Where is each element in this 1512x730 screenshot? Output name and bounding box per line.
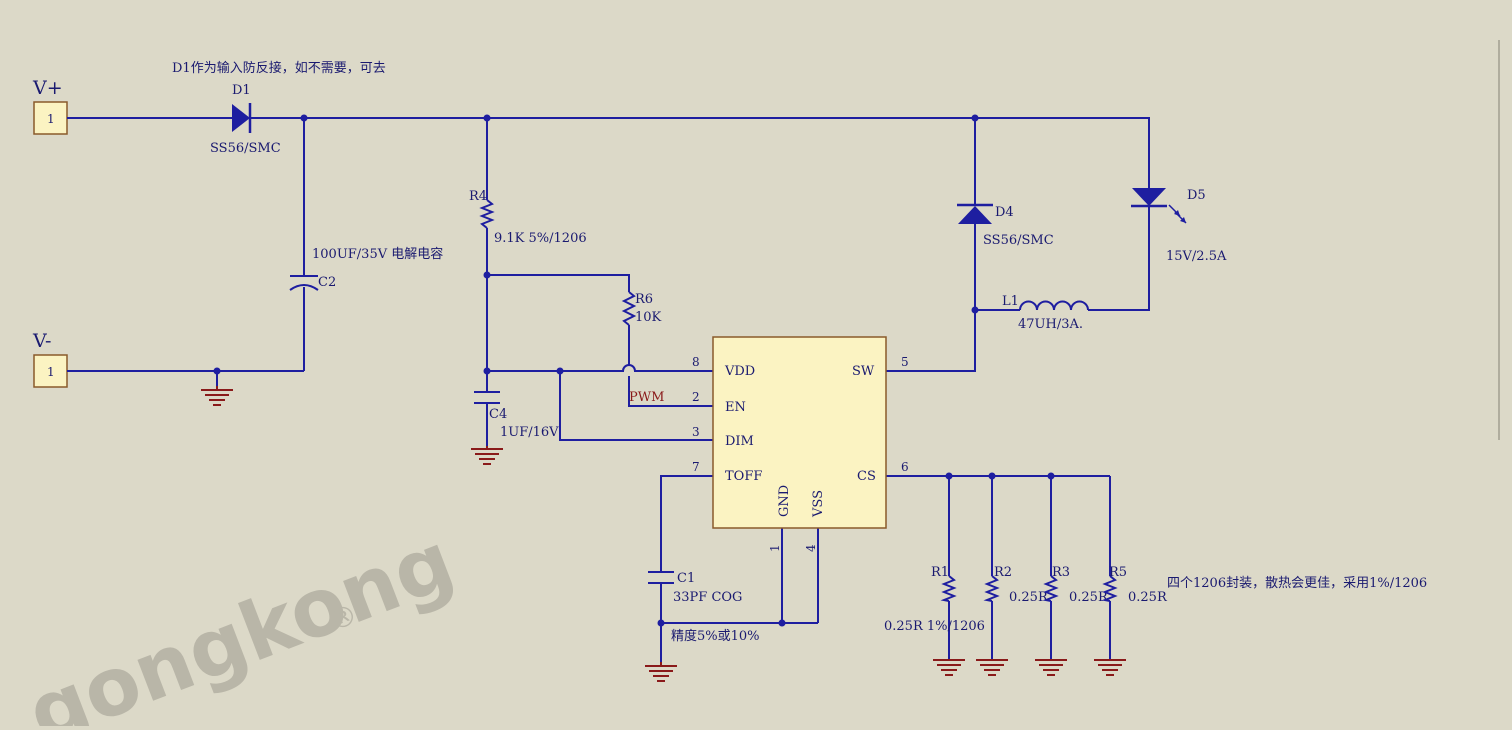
port-vminus-label: V- <box>32 330 51 352</box>
note-d1: D1作为输入防反接，如不需要，可去 <box>172 60 386 76</box>
ic-pin-vss-name: VSS <box>811 490 826 518</box>
c4-ref: C4 <box>489 407 507 422</box>
ic-body <box>712 336 887 529</box>
port-vplus: V+ 1 <box>32 77 68 135</box>
diode-d4: D4 SS56/SMC <box>957 203 1054 248</box>
inductor-l1: L1 47UH/3A. <box>1002 294 1089 332</box>
d5-ref: D5 <box>1187 188 1206 203</box>
r6-ref: R6 <box>635 292 653 307</box>
r4-value: 9.1K 5%/1206 <box>494 231 587 246</box>
ic-pin-toff-name: TOFF <box>725 469 762 484</box>
d1-value: SS56/SMC <box>210 141 281 156</box>
ic-pin-cs-num: 6 <box>901 460 909 474</box>
ic-pin-vss-num: 4 <box>804 544 818 552</box>
c1-note: 精度5%或10% <box>671 628 760 644</box>
resistor-r5: R5 0.25R <box>1101 565 1168 605</box>
d4-ref: D4 <box>995 205 1014 220</box>
port-vminus: V- 1 <box>32 330 68 388</box>
ic-pin-dim-num: 3 <box>692 425 700 439</box>
ic-pin-vdd-name: VDD <box>724 364 755 379</box>
ic-pin-cs-name: CS <box>857 469 876 484</box>
capacitor-c2: C2 100UF/35V 电解电容 <box>289 246 443 291</box>
ic-pin-gnd-num: 1 <box>768 544 782 552</box>
c1-value: 33PF COG <box>673 590 742 605</box>
note-resistors: 四个1206封装，散热会更佳，采用1%/1206 <box>1167 576 1427 591</box>
ground-icon <box>645 662 677 682</box>
c2-value: 100UF/35V 电解电容 <box>312 246 443 262</box>
r2-ref: R2 <box>994 565 1012 580</box>
l1-ref: L1 <box>1002 294 1019 309</box>
ic-pin-en-name: EN <box>725 400 746 415</box>
led-d5: D5 15V/2.5A <box>1131 188 1227 264</box>
ground-icon <box>976 659 1008 676</box>
ic-pin-vdd-num: 8 <box>692 355 700 369</box>
port-vplus-pin: 1 <box>47 112 55 126</box>
r6-value: 10K <box>635 310 662 325</box>
ic-pin-sw-name: SW <box>852 364 875 379</box>
watermark-text: gongkong <box>16 514 466 726</box>
resistor-r4: R4 9.1K 5%/1206 <box>469 189 587 246</box>
r2-value: 0.25R <box>1009 590 1049 605</box>
wires <box>67 117 1150 662</box>
port-vminus-pin: 1 <box>47 365 55 379</box>
r3-value: 0.25R <box>1069 590 1109 605</box>
resistor-r6: R6 10K <box>621 291 662 326</box>
ground-icon <box>201 386 233 406</box>
ic-pin-sw-num: 5 <box>901 355 909 369</box>
r5-value: 0.25R <box>1128 590 1168 605</box>
c1-ref: C1 <box>677 571 695 586</box>
resistor-r2: R2 0.25R <box>983 565 1049 605</box>
l1-value: 47UH/3A. <box>1018 317 1083 332</box>
capacitor-c4: C4 1UF/16V <box>474 391 559 440</box>
ic-pin-dim-name: DIM <box>725 434 754 449</box>
port-vplus-label: V+ <box>32 77 63 99</box>
c2-ref: C2 <box>318 275 336 290</box>
watermark: gongkong ® <box>16 514 466 730</box>
ground-icon <box>1035 659 1067 676</box>
r3-ref: R3 <box>1052 565 1070 580</box>
diode-d1: D1 SS56/SMC <box>210 83 281 156</box>
r1-value: 0.25R 1%/1206 <box>884 619 985 634</box>
pwm-label: PWM <box>629 390 664 405</box>
resistor-r1: R1 0.25R 1%/1206 <box>884 565 985 634</box>
d4-value: SS56/SMC <box>983 233 1054 248</box>
d1-ref: D1 <box>232 83 251 98</box>
r1-ref: R1 <box>931 565 949 580</box>
junctions <box>213 114 1055 627</box>
ic-pin-gnd-name: GND <box>777 485 792 517</box>
capacitor-c1: C1 33PF COG 精度5%或10% <box>648 571 760 644</box>
ic-pin-en-num: 2 <box>692 390 700 404</box>
resistor-r3: R3 0.25R <box>1042 565 1109 605</box>
ground-icon <box>1094 659 1126 676</box>
ic-pin-toff-num: 7 <box>692 460 700 474</box>
r5-ref: R5 <box>1109 565 1127 580</box>
c4-value: 1UF/16V <box>500 425 559 440</box>
ground-icon <box>933 659 965 676</box>
ic-driver: VDD EN DIM TOFF SW CS GND VSS 8 2 3 7 5 … <box>692 336 909 552</box>
d5-value: 15V/2.5A <box>1166 249 1227 264</box>
ground-symbols <box>201 386 1126 682</box>
ground-icon <box>471 446 503 465</box>
r4-ref: R4 <box>469 189 487 204</box>
